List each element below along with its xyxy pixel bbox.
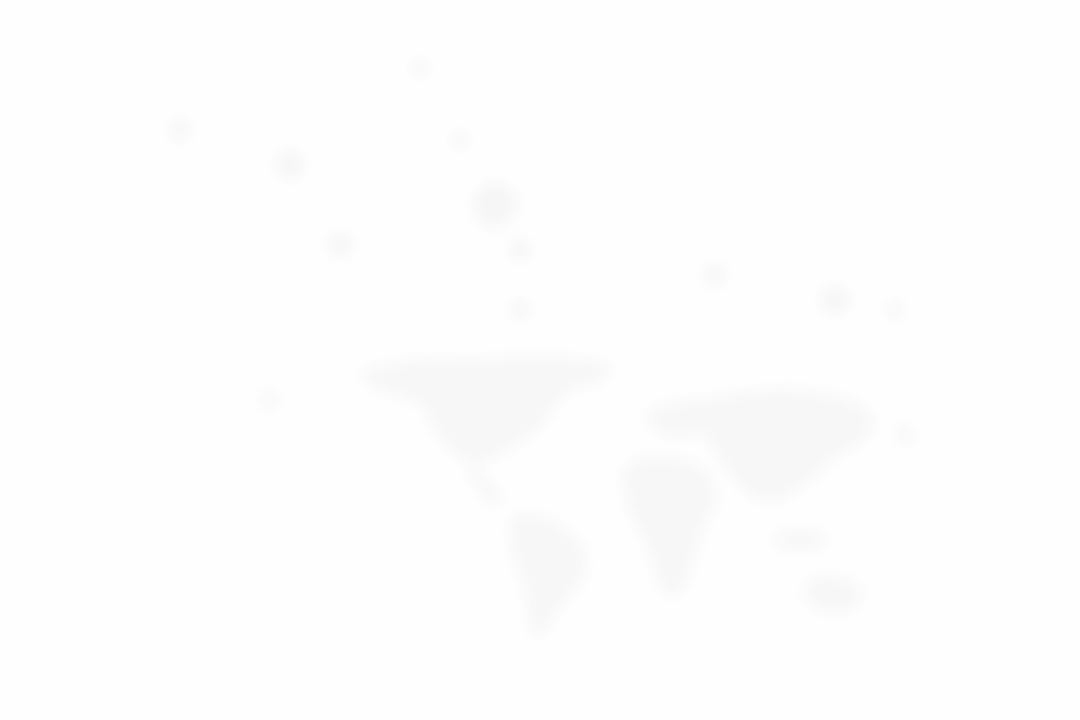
south-america-shape bbox=[509, 513, 587, 637]
continents bbox=[360, 356, 874, 637]
indonesia-shape bbox=[774, 530, 826, 550]
asia-shape bbox=[700, 389, 874, 502]
north-america-shape bbox=[360, 356, 611, 464]
australia-shape bbox=[804, 575, 861, 613]
central-america-shape bbox=[468, 462, 501, 506]
africa-shape bbox=[623, 456, 717, 597]
scattered-specks bbox=[170, 60, 913, 443]
